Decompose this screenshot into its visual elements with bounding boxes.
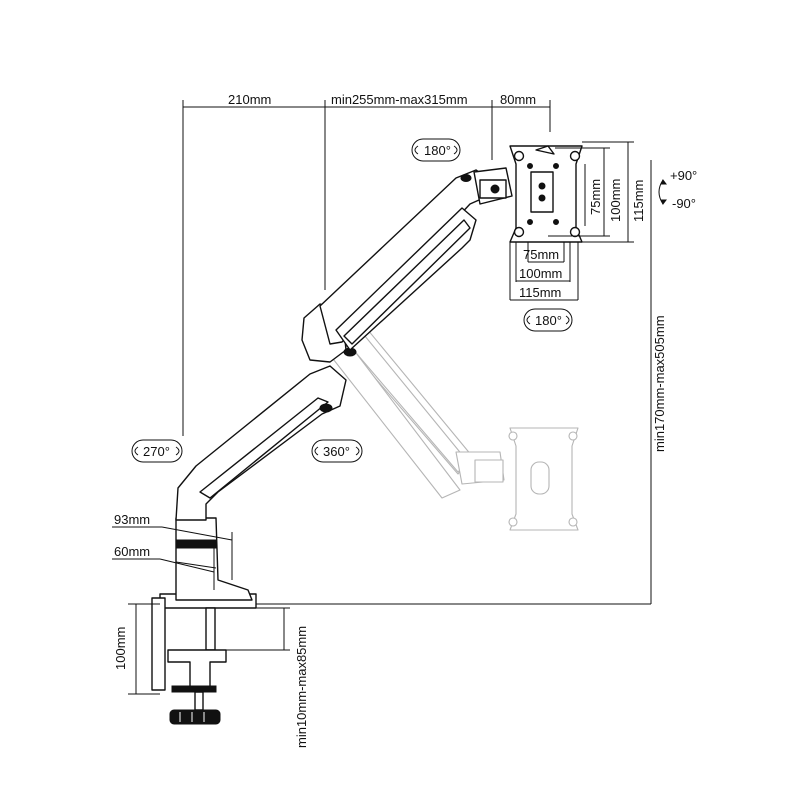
rotation-label-head: 180° [535, 313, 562, 328]
dim-label-vesa-115-h: 115mm [519, 285, 561, 300]
dim-label-desk-thickness: min10mm-max85mm [294, 626, 309, 748]
tilt-arrows-icon [658, 179, 667, 205]
rotation-badge-head [523, 308, 573, 332]
rotation-badge-middle [311, 439, 363, 463]
dim-label-vesa-75-h: 75mm [523, 247, 559, 262]
dim-label-vesa-100-v: 100mm [608, 179, 623, 222]
dim-label-pole-width: 60mm [114, 544, 150, 559]
dim-label-base-width: 93mm [114, 512, 150, 527]
dim-label-height-range: min170mm-max505mm [652, 315, 667, 452]
rotation-label-middle: 360° [323, 444, 350, 459]
tilt-label-up: +90° [670, 168, 697, 183]
lower-arm [175, 365, 347, 521]
desk-clamp [151, 593, 257, 725]
dim-label-reach-2: min255mm-max315mm [331, 92, 468, 107]
dim-label-reach-3: 80mm [500, 92, 536, 107]
upper-arm [319, 169, 491, 351]
vesa-plate [509, 145, 583, 243]
dimension-lines [112, 100, 652, 695]
rotation-label-arm-top: 180° [424, 143, 451, 158]
dim-label-vesa-75-v: 75mm [588, 179, 603, 215]
rotation-badge-arm-top [411, 138, 461, 162]
tilt-head [473, 167, 513, 205]
dim-label-vesa-100-h: 100mm [519, 266, 562, 281]
rotation-badge-base [131, 439, 183, 463]
dim-label-reach-1: 210mm [228, 92, 271, 107]
dim-label-vesa-115-v: 115mm [631, 180, 646, 222]
rotation-label-base: 270° [143, 444, 170, 459]
ghost-arm-position [329, 317, 579, 531]
dim-label-clamp-depth: 100mm [113, 627, 128, 670]
tilt-label-down: -90° [672, 196, 696, 211]
